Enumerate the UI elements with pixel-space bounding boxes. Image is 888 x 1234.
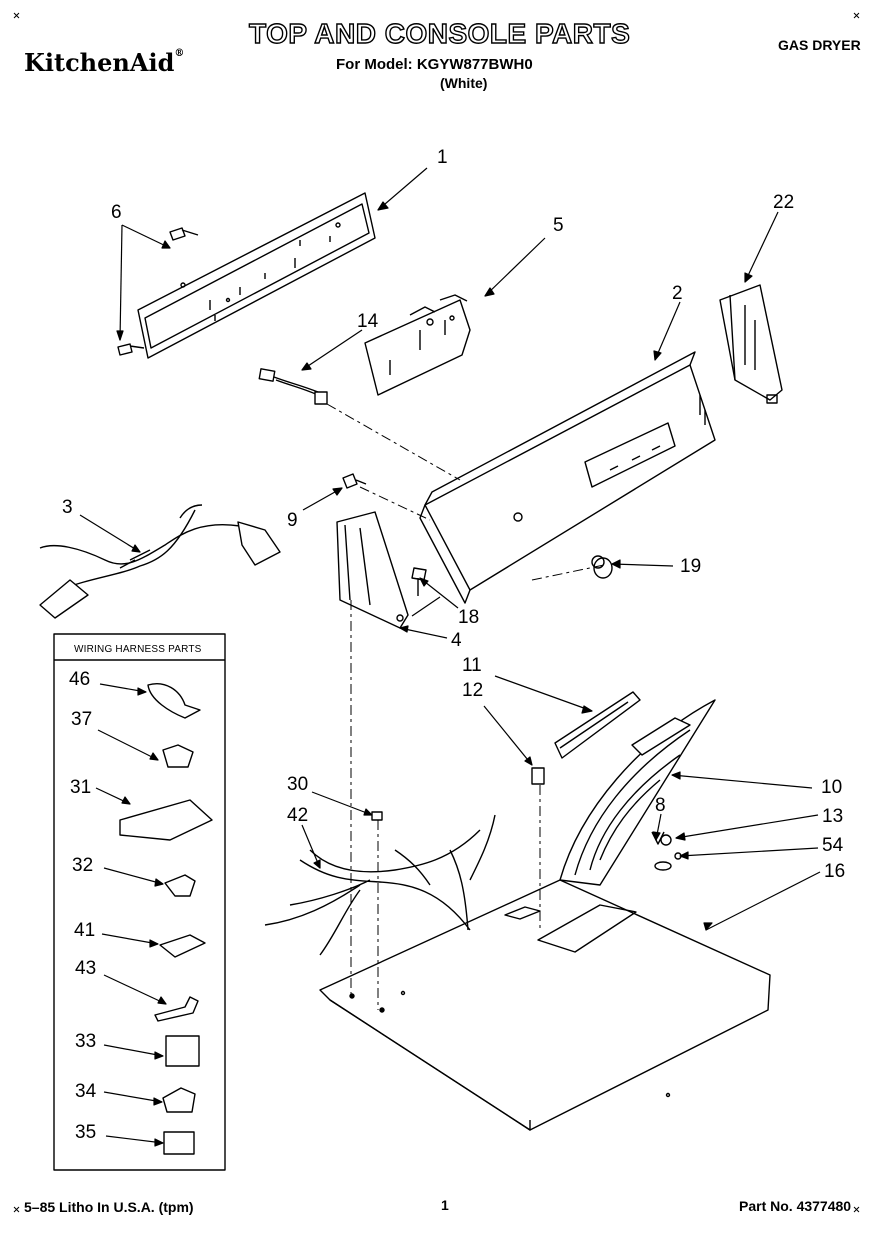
- callout-13: 13: [822, 806, 844, 827]
- registration-marks: [13, 12, 860, 1213]
- part-1-control-panel-plate: [137, 192, 376, 359]
- callout-41: 41: [74, 920, 96, 941]
- part-3-wire-harness: [39, 504, 281, 619]
- callout-10: 10: [821, 777, 843, 798]
- color-line: (White): [440, 75, 488, 91]
- callout-33: 33: [75, 1031, 97, 1052]
- part-11-bracket: [554, 691, 641, 759]
- callout-37: 37: [71, 709, 93, 730]
- callout-22: 22: [773, 192, 795, 213]
- callout-5: 5: [553, 215, 564, 236]
- part-14-wire: [258, 368, 328, 405]
- callout-19: 19: [680, 556, 702, 577]
- callout-31: 31: [70, 777, 92, 798]
- wiring-harness-inset: [53, 633, 226, 1171]
- callout-4: 4: [451, 630, 462, 651]
- inset-title: WIRING HARNESS PARTS: [74, 644, 202, 655]
- part-22-end-cap: [719, 284, 783, 404]
- footer-part-number: Part No. 4377480: [739, 1198, 852, 1214]
- part-4-end-cap: [336, 511, 409, 629]
- inset-part-icons: [119, 683, 213, 1155]
- footer-page-number: 1: [441, 1197, 449, 1213]
- callout-43: 43: [75, 958, 97, 979]
- assembly-lines: [326, 403, 605, 1010]
- part-19-knob: [591, 555, 613, 579]
- brand-mark: ®: [174, 48, 185, 59]
- callout-9: 9: [287, 510, 298, 531]
- part-12-clip: [531, 767, 545, 785]
- page-title: TOP AND CONSOLE PARTS: [248, 17, 631, 49]
- callout-35: 35: [75, 1122, 97, 1143]
- callout-2: 2: [672, 283, 683, 304]
- callout-8: 8: [655, 795, 666, 816]
- product-type: GAS DRYER: [778, 37, 861, 53]
- part-16-top-panel: [319, 879, 771, 1131]
- callout-16: 16: [824, 861, 846, 882]
- callout-42: 42: [287, 805, 309, 826]
- callout-1: 1: [437, 147, 448, 168]
- callout-46: 46: [69, 669, 91, 690]
- leader-arrows: [79, 167, 821, 1147]
- callout-32: 32: [72, 855, 94, 876]
- part-5-control-board: [364, 294, 471, 396]
- callout-34: 34: [75, 1081, 97, 1102]
- callout-3: 3: [62, 497, 73, 518]
- callout-11: 11: [462, 655, 482, 676]
- model-line: For Model: KGYW877BWH0: [336, 56, 533, 73]
- callout-54: 54: [822, 835, 844, 856]
- part-10-lint-assembly: [559, 699, 716, 886]
- callout-6: 6: [111, 202, 122, 223]
- callout-30: 30: [287, 774, 309, 795]
- part-9-screw: [342, 473, 367, 489]
- brand-logo: KitchenAid®: [24, 48, 184, 77]
- part-2-console: [419, 351, 716, 604]
- footer-litho: 5–85 Litho In U.S.A. (tpm): [24, 1199, 194, 1215]
- part-6-screws: [117, 227, 199, 356]
- callout-18: 18: [458, 607, 480, 628]
- callout-12: 12: [462, 680, 484, 701]
- callout-14: 14: [357, 311, 379, 332]
- brand-name: KitchenAid: [24, 48, 175, 77]
- part-42-main-harness: [264, 811, 496, 956]
